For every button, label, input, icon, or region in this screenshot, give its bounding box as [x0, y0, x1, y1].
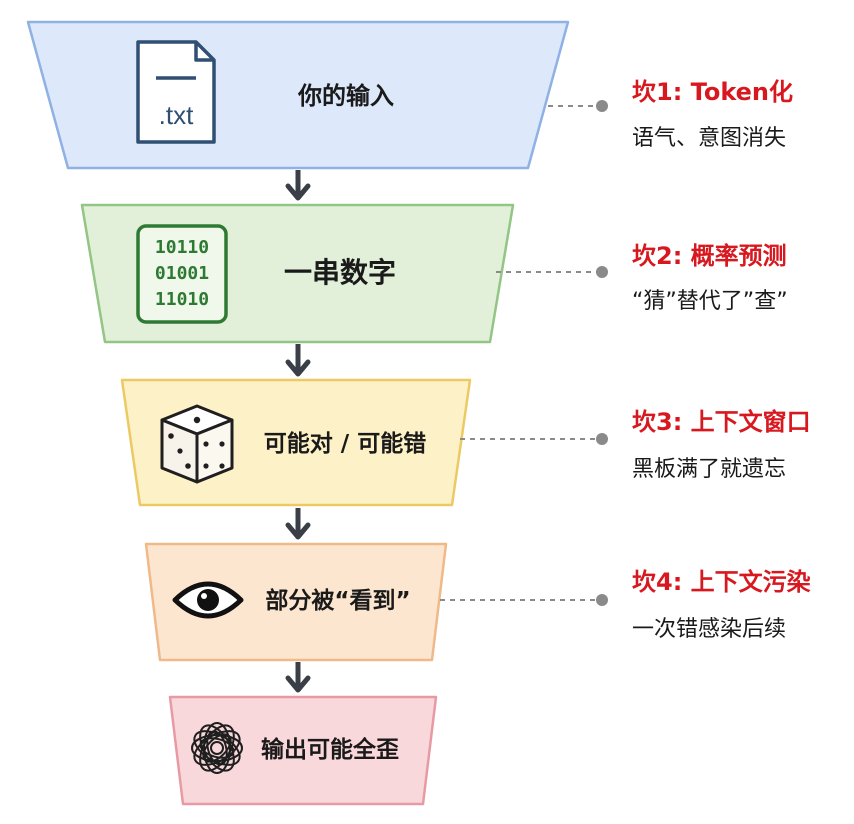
flow-arrow-4 [285, 662, 311, 693]
pit-2-desc: “猜”替代了”查” [632, 289, 788, 314]
pit-1-desc: 语气、意图消失 [632, 126, 786, 151]
pit-2: 坎2: 概率预测 “猜”替代了”查” [496, 242, 788, 314]
pit-4-desc: 一次错感染后续 [632, 617, 786, 642]
stage-1: .txt 你的输入 [26, 20, 570, 170]
stage-4: 部分被“看到” [144, 542, 448, 662]
eye-icon [172, 581, 244, 619]
stage-5: 输出可能全歪 [168, 695, 438, 806]
pit-2-title: 坎2: 概率预测 [632, 242, 787, 270]
dice-icon [160, 404, 234, 484]
pit-4-title: 坎4: 上下文污染 [632, 568, 811, 596]
stage-2: 10110 01001 11010 一串数字 [80, 203, 515, 344]
binary-line-1: 10110 [155, 237, 209, 258]
pit-1: 坎1: Token化 语气、意图消失 [548, 78, 793, 151]
stage-2-label: 一串数字 [284, 256, 396, 289]
pit-3-desc: 黑板满了就遗忘 [632, 457, 786, 482]
tangled-knot-icon [191, 722, 243, 774]
stage-5-trapezoid [168, 695, 438, 806]
text-file-icon: .txt [136, 40, 216, 144]
flow-arrow-1 [285, 170, 311, 201]
pit-3: 坎3: 上下文窗口 黑板满了就遗忘 [460, 408, 811, 482]
connector-dot-1 [596, 100, 608, 112]
stage-3-label: 可能对 / 可能错 [264, 430, 426, 457]
stage-1-label: 你的输入 [297, 82, 394, 110]
connector-dot-2 [596, 266, 608, 278]
stage-4-label: 部分被“看到” [265, 587, 410, 614]
binary-line-3: 11010 [155, 289, 209, 310]
pit-3-title: 坎3: 上下文窗口 [632, 408, 811, 436]
file-extension-text: .txt [159, 100, 194, 130]
pit-4: 坎4: 上下文污染 一次错感染后续 [440, 568, 811, 642]
flow-arrow-2 [285, 344, 311, 377]
binary-chip-icon: 10110 01001 11010 [136, 224, 228, 324]
stage-5-label: 输出可能全歪 [261, 736, 399, 763]
connector-dot-4 [596, 594, 608, 606]
stage-3: 可能对 / 可能错 [120, 378, 472, 507]
connector-dot-3 [596, 433, 608, 445]
pit-1-title: 坎1: Token化 [632, 78, 793, 106]
flow-arrow-3 [285, 508, 311, 540]
binary-line-2: 01001 [155, 263, 209, 284]
stage-4-trapezoid [144, 542, 448, 662]
